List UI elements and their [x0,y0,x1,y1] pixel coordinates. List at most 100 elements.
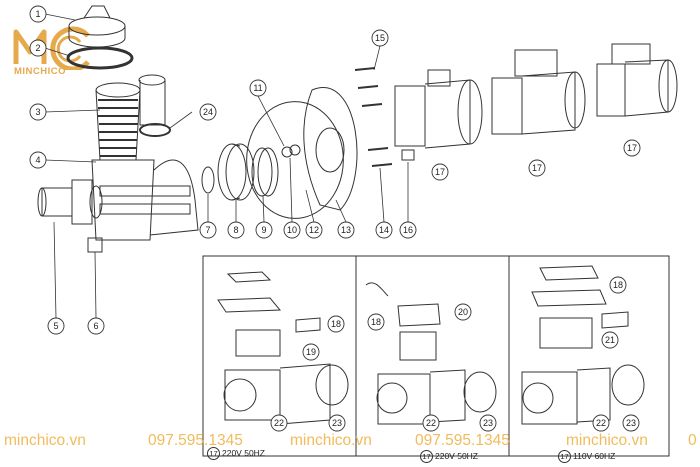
callout-circle [199,221,217,239]
motor-clip [401,149,415,161]
callout-circle [328,414,346,432]
leader-lines [44,13,409,319]
callout-circle [375,221,393,239]
callout-number: 2 [35,43,40,53]
union-o-ring [139,123,171,137]
callout-circle [422,414,440,432]
callout-number: 17 [532,163,542,173]
motor-alt-2 [596,43,678,117]
callout-number: 17 [435,167,445,177]
callout-circle [609,276,627,294]
callout-circle [255,221,273,239]
callout-circle [29,151,47,169]
callout-number: 11 [253,83,262,93]
wiring-detail-3 [521,265,645,425]
impeller [251,147,279,197]
callout-circle [371,29,389,47]
union-fitting [37,179,103,225]
callout-circle [528,159,546,177]
callout-number: 22 [426,418,436,428]
variant-label-2-num: 17 [420,450,433,463]
callout-number: 17 [627,143,637,153]
seal-o-ring [201,166,215,194]
wiring-panel-3 [508,255,670,457]
callout-circle [199,103,217,121]
callout-number: 23 [626,418,636,428]
callout-circle [302,343,320,361]
motor-alt-1 [491,49,586,135]
callout-circle [47,317,65,335]
seal-plate [303,87,358,211]
callout-circle [29,5,47,23]
callout-circle [592,414,610,432]
variant-label-2-text: 220V 50HZ [435,451,478,461]
callout-number: 13 [341,225,351,235]
callout-circle [399,221,417,239]
callout-number: 3 [35,107,40,117]
seal-plate-gasket [246,101,344,219]
lid-o-ring [66,46,134,70]
watermark-phone-2: 097.595.1345 [415,432,510,449]
wiring-detail-1 [217,271,349,425]
variant-label-3-text: 110V 60HZ [573,451,616,461]
callout-circle [270,414,288,432]
variant-label-1-text: 220V 50HZ [222,448,265,458]
callout-number: 18 [331,319,341,329]
strainer-lid [68,5,126,48]
callout-number: 14 [379,225,389,235]
watermark-site-2: minchico.vn [290,432,372,449]
callout-circle [327,315,345,333]
callout-number: 19 [306,347,316,357]
callout-number: 1 [35,9,40,19]
callout-circle [227,221,245,239]
brand-name: MINCHICO [14,66,67,77]
callout-circle [454,303,472,321]
callout-number: 21 [605,335,615,345]
callout-number: 24 [203,107,213,117]
watermark-phone-1: 097.595.1345 [148,432,243,449]
callout-circle [283,221,301,239]
motor-main [394,69,483,149]
callout-circle [623,139,641,157]
callout-circle [87,317,105,335]
callout-circle [29,103,47,121]
callout-number: 22 [596,418,606,428]
callout-circle [337,221,355,239]
callout-number: 9 [261,225,266,235]
callout-number: 8 [233,225,238,235]
bolts [354,67,393,167]
callout-number: 20 [458,307,468,317]
callout-circle [305,221,323,239]
callout-number: 12 [309,225,319,235]
callout-number: 10 [287,225,297,235]
callout-circle [249,79,267,97]
watermark-site-3: minchico.vn [566,432,648,449]
callout-number: 7 [205,225,210,235]
callout-number: 18 [613,280,623,290]
callout-number: 18 [371,317,381,327]
callout-number: 23 [483,418,493,428]
shaft-seal [281,144,301,158]
callout-circle [601,331,619,349]
variant-label-1-num: 17 [207,447,220,460]
watermark-footer: minchico.vn 097.595.1345 minchico.vn 097… [0,432,700,452]
watermark-site-1: minchico.vn [4,432,86,449]
callout-number: 5 [53,321,58,331]
callout-circle [367,313,385,331]
callout-circle [479,414,497,432]
callout-number: 4 [35,155,40,165]
callout-circle [29,39,47,57]
watermark-phone-partial: 0 [688,432,697,449]
strainer-basket [95,82,141,161]
callout-circle [431,163,449,181]
callout-number: 15 [375,33,385,43]
diffuser [217,143,255,201]
callout-number: 23 [332,418,342,428]
callout-number: 6 [93,321,98,331]
variant-label-3-num: 17 [558,450,571,463]
callout-number: 22 [274,418,284,428]
